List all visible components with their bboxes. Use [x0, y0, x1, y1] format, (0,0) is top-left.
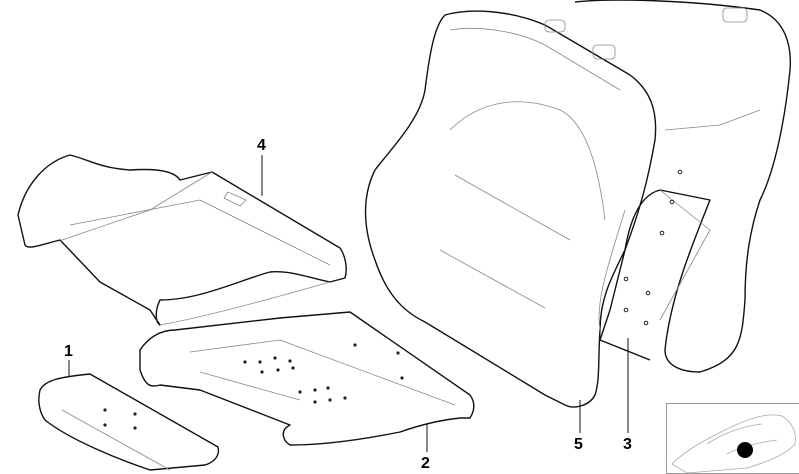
car-location-thumbnail	[666, 403, 799, 474]
part-3-backrest-rear	[574, 0, 792, 373]
callout-5: 5	[574, 436, 583, 453]
location-marker-icon	[737, 442, 753, 458]
callout-4: 4	[257, 137, 266, 154]
car-outline-icon	[671, 414, 796, 473]
part-5-backrest-foam	[364, 10, 657, 408]
part-4-cushion-cover	[17, 154, 347, 326]
part-2-cushion-base	[139, 311, 475, 446]
callout-2: 2	[421, 455, 430, 472]
callout-3: 3	[623, 436, 632, 453]
part-1-front-extension	[38, 373, 220, 471]
callout-1: 1	[64, 343, 73, 360]
